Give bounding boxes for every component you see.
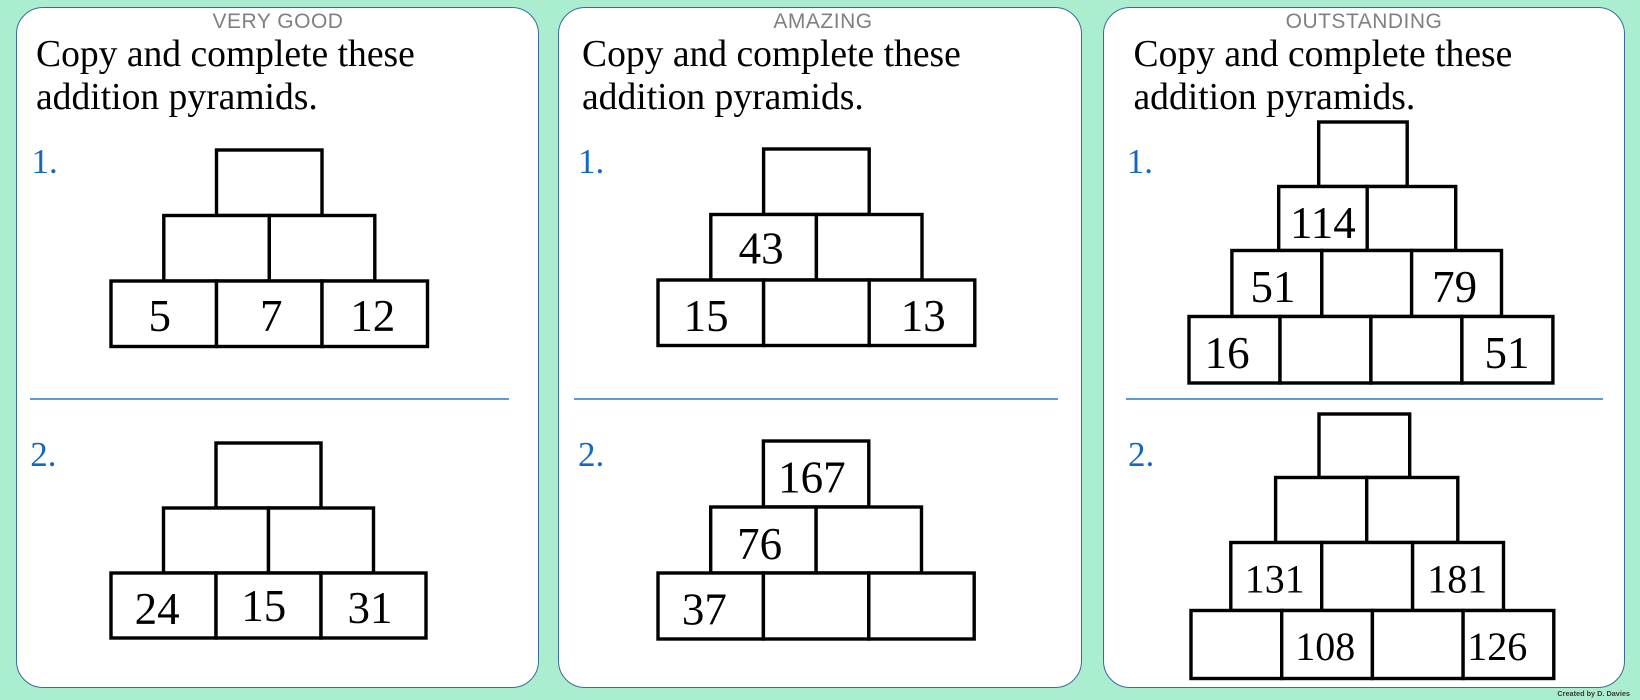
svg-text:5: 5 [148, 292, 171, 342]
svg-text:31: 31 [348, 583, 393, 633]
svg-text:43: 43 [739, 223, 784, 273]
svg-text:76: 76 [737, 519, 782, 569]
svg-text:51: 51 [1250, 261, 1295, 311]
svg-text:126: 126 [1467, 624, 1527, 669]
svg-text:114: 114 [1290, 197, 1356, 247]
svg-text:12: 12 [350, 292, 395, 342]
svg-text:24: 24 [135, 584, 180, 634]
svg-text:7: 7 [260, 292, 283, 342]
svg-text:16: 16 [1204, 328, 1249, 378]
svg-text:15: 15 [241, 581, 286, 631]
svg-text:15: 15 [684, 291, 729, 341]
svg-text:79: 79 [1432, 261, 1477, 311]
svg-text:37: 37 [681, 585, 726, 635]
svg-text:181: 181 [1427, 556, 1487, 601]
svg-text:131: 131 [1244, 556, 1304, 601]
svg-text:51: 51 [1484, 328, 1529, 378]
svg-text:13: 13 [901, 291, 946, 341]
svg-text:108: 108 [1295, 624, 1355, 669]
svg-text:167: 167 [778, 453, 845, 503]
